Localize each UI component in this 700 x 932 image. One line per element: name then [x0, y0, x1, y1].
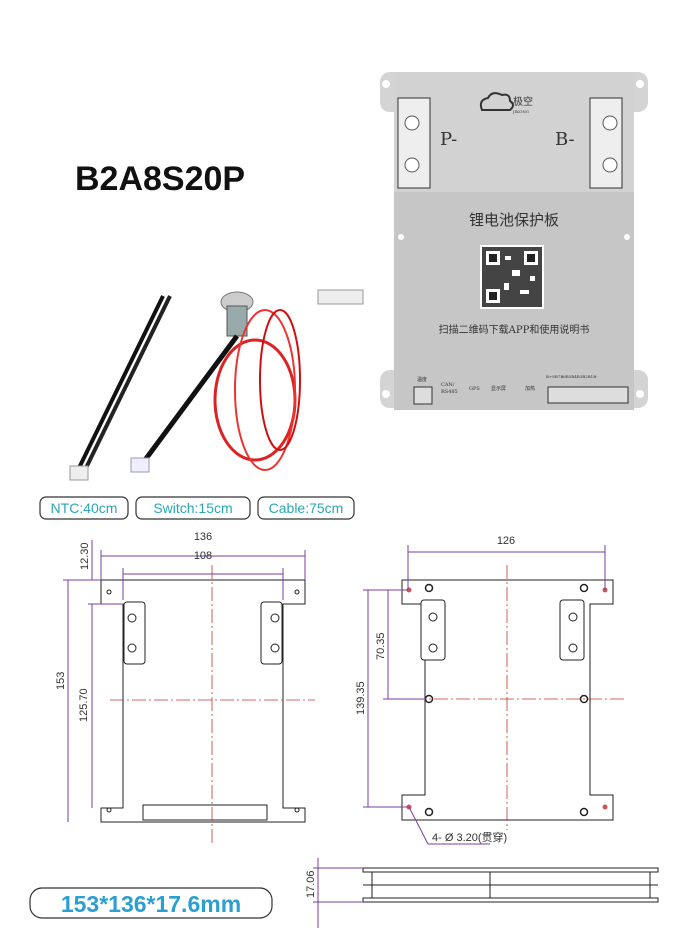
cable-harness: [213, 289, 364, 471]
scan-instruction: 扫描二维码下载APP和使用说明书: [439, 323, 590, 336]
dim-hole-span: 126: [497, 535, 515, 547]
board-heading: 锂电池保护板: [469, 211, 559, 229]
model-title: B2A8S20P: [75, 160, 245, 198]
svg-text:NTC:40cm: NTC:40cm: [51, 500, 118, 516]
dim-height-total: 153: [55, 672, 67, 690]
port-label-gps: GPS: [469, 386, 480, 392]
side-drawing: 17.06: [305, 858, 659, 928]
terminal-b-label: B-: [555, 129, 575, 150]
brand-en: JIKONG: [512, 109, 529, 114]
bms-board: P- B- 极空 JIKONG 锂电池保护板 扫描二维码下载APP和使用说明书 …: [380, 72, 648, 410]
front-drawing: 136 108 12.30 153 125.70: [55, 531, 315, 845]
svg-text:153*136*17.6mm: 153*136*17.6mm: [61, 891, 241, 917]
dim-top-offset: 12.30: [79, 542, 91, 570]
balance-label: B+8B7B6B5B4B3B2B1B-: [546, 374, 598, 379]
port-label-rs485: RS485: [441, 389, 458, 395]
port-label-display: 显示屏: [491, 386, 506, 392]
switch-cable: [130, 291, 254, 473]
balance-port: [547, 386, 629, 404]
port-label-can: CAN/: [441, 382, 455, 388]
dim-hole-height: 139.35: [355, 681, 367, 715]
dim-height-inner: 125.70: [78, 688, 90, 722]
qr-code: [480, 245, 544, 309]
dim-half-height: 70.35: [375, 632, 387, 660]
hole-note: 4- Ø 3.20(贯穿): [432, 830, 507, 844]
port-label-temp: 温度: [417, 376, 427, 383]
tag-switch: Switch:15cm: [135, 496, 251, 520]
terminal-p-label: P-: [440, 129, 457, 150]
dim-width-inner: 108: [194, 550, 212, 562]
terminal-p: [397, 97, 431, 189]
back-drawing: 126 70.35 139.35 4- Ø 3.20(贯穿): [355, 535, 625, 845]
dim-width-outer: 136: [194, 531, 212, 543]
terminal-b: [589, 97, 623, 189]
ntc-cable: [69, 295, 172, 481]
tag-cable: Cable:75cm: [257, 496, 355, 520]
port-label-heat: 加热: [525, 385, 535, 392]
cloud-logo-icon: [479, 92, 514, 111]
brand-cn: 极空: [513, 95, 533, 108]
dim-thickness: 17.06: [305, 870, 317, 898]
size-badge: 153*136*17.6mm: [29, 887, 273, 919]
temp-port: [413, 386, 433, 405]
tag-ntc: NTC:40cm: [39, 496, 129, 520]
svg-text:Switch:15cm: Switch:15cm: [153, 500, 232, 516]
svg-text:Cable:75cm: Cable:75cm: [269, 500, 344, 516]
